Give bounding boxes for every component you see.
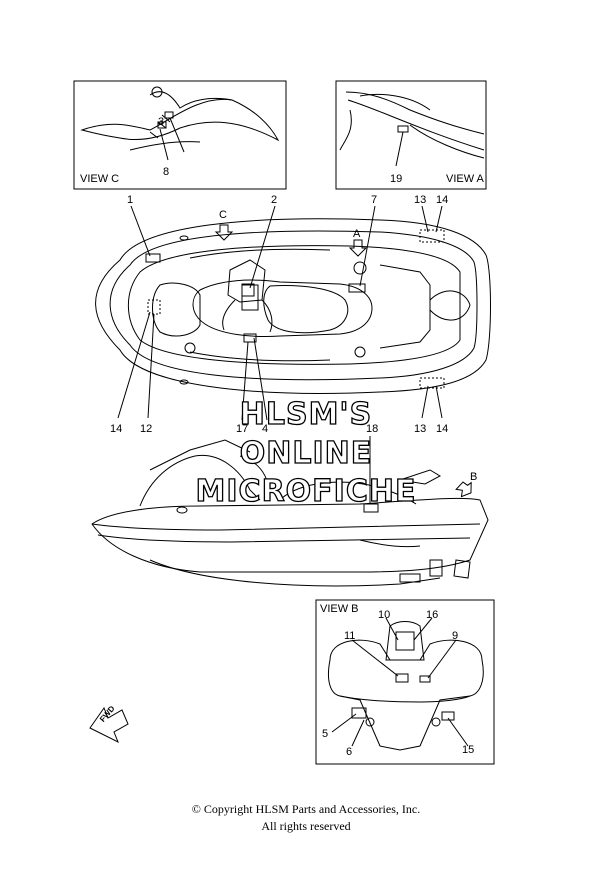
callout-14-left: 14 xyxy=(110,423,123,435)
callout-15: 15 xyxy=(462,744,475,756)
callout-2: 2 xyxy=(271,194,278,206)
callout-8: 8 xyxy=(163,166,170,178)
watermark-line-1: HLSM'S xyxy=(239,396,373,432)
view-b-frame xyxy=(315,599,495,765)
view-b-label: VIEW B xyxy=(320,603,359,615)
copyright-line: © Copyright HLSM Parts and Accessories, … xyxy=(191,802,421,816)
fwd-arrow-shape xyxy=(89,706,129,744)
label-1-mark xyxy=(145,253,161,263)
callout-4: 4 xyxy=(262,423,269,435)
label-2-mark xyxy=(241,283,255,297)
callout-13-top: 13 xyxy=(414,194,427,206)
label-11-mark xyxy=(395,673,409,683)
callout-13-bottom: 13 xyxy=(414,423,427,435)
view-a-frame xyxy=(335,80,487,190)
callout-6: 6 xyxy=(346,746,353,758)
callout-3: 3 xyxy=(158,116,165,128)
hull-top-outline xyxy=(95,218,491,394)
callout-1: 1 xyxy=(127,194,134,206)
watermark-line-3: MICROFICHE xyxy=(195,473,417,509)
callout-10: 10 xyxy=(378,609,391,621)
callout-14-top: 14 xyxy=(436,194,449,206)
view-c-frame xyxy=(73,80,287,190)
callout-18: 18 xyxy=(366,423,379,435)
view-c-label: VIEW C xyxy=(80,173,120,185)
callout-11: 11 xyxy=(344,630,356,642)
watermark-line-2: ONLINE xyxy=(239,435,373,471)
callout-14-bottom: 14 xyxy=(436,423,449,435)
label-12-mark xyxy=(147,299,161,315)
label-15-mark xyxy=(441,711,455,721)
label-9-mark xyxy=(419,675,431,683)
label-18-mark xyxy=(363,503,379,513)
rights-line: All rights reserved xyxy=(261,819,351,833)
label-17-mark xyxy=(243,333,257,343)
callout-12: 12 xyxy=(140,423,153,435)
arrow-b-letter: B xyxy=(470,471,478,483)
callout-19: 19 xyxy=(390,173,403,185)
hull-side-outline xyxy=(91,497,489,573)
label-7-mark xyxy=(348,283,366,293)
view-a-label: VIEW A xyxy=(446,173,484,185)
callout-17: 17 xyxy=(236,423,249,435)
label-13-14-top-mark xyxy=(419,229,445,243)
callout-5: 5 xyxy=(322,728,329,740)
callout-16: 16 xyxy=(426,609,439,621)
label-13-14-bottom-mark xyxy=(419,377,445,389)
callout-7: 7 xyxy=(371,194,378,206)
callout-9: 9 xyxy=(452,630,459,642)
arrow-c-letter: C xyxy=(219,209,227,221)
arrow-a-letter: A xyxy=(353,228,361,240)
stern-outline xyxy=(327,639,484,751)
label-5-mark xyxy=(351,707,367,719)
